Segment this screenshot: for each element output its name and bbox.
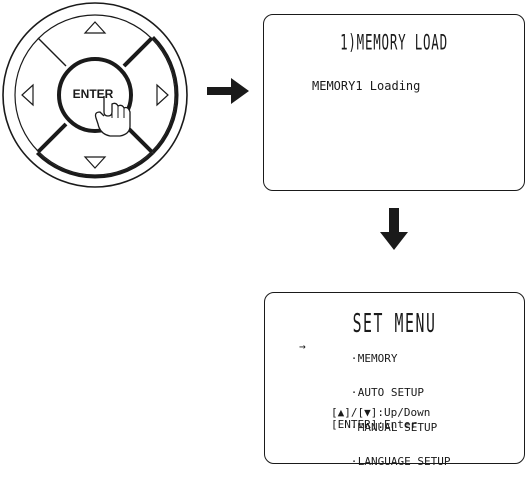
down-arrow-button[interactable] <box>83 156 107 169</box>
screen-title: 1)MEMORY LOAD <box>340 29 448 55</box>
set-menu-list: →·MEMORY ·AUTO SETUP ·MANUAL SETUP ·LANG… <box>299 341 451 480</box>
screen-title: SET MENU <box>352 309 437 339</box>
enter-label: ENTER <box>73 87 114 101</box>
lcd-screen-memory-load: 1)MEMORY LOAD MEMORY1 Loading <box>263 14 525 191</box>
menu-item-label: AUTO SETUP <box>357 386 424 399</box>
right-arrow-button[interactable] <box>156 83 169 107</box>
menu-item-language-setup[interactable]: ·LANGUAGE SETUP <box>311 445 451 480</box>
remote-dpad: ENTER <box>2 2 188 188</box>
menu-item-auto-setup[interactable]: ·AUTO SETUP <box>311 376 450 411</box>
cursor-arrow-icon: → <box>299 340 306 353</box>
menu-item-label: LANGUAGE SETUP <box>357 455 451 468</box>
down-arrow-icon <box>380 208 408 250</box>
pointing-hand-icon <box>94 96 131 137</box>
lcd-screen-set-menu: SET MENU →·MEMORY ·AUTO SETUP ·MANUAL SE… <box>264 292 525 467</box>
bullet-icon: · <box>350 420 358 434</box>
up-arrow-button[interactable] <box>83 21 107 34</box>
down-triangle-icon <box>83 156 107 169</box>
loading-status: MEMORY1 Loading <box>312 79 421 93</box>
bullet-icon: · <box>350 386 358 399</box>
help-line-enter: [ENTER]:Enter <box>331 418 418 431</box>
help-text: [▲]/[▼]:Up/Down [ENTER]:Enter <box>331 407 430 431</box>
left-triangle-icon <box>21 83 34 107</box>
bullet-icon: · <box>350 455 358 468</box>
menu-item-memory[interactable]: → ·MEMORY <box>299 341 450 376</box>
right-triangle-icon <box>156 83 169 107</box>
menu-item-label: MEMORY <box>357 351 398 365</box>
bullet-icon: · <box>350 351 358 365</box>
right-arrow-icon <box>207 78 249 104</box>
menu-item-label: MANUAL SETUP <box>357 420 438 434</box>
help-line-updown: [▲]/[▼]:Up/Down <box>331 406 431 419</box>
up-triangle-icon <box>83 21 107 34</box>
left-arrow-button[interactable] <box>21 83 34 107</box>
menu-item-manual-setup[interactable]: ·MANUAL SETUP <box>311 410 450 445</box>
